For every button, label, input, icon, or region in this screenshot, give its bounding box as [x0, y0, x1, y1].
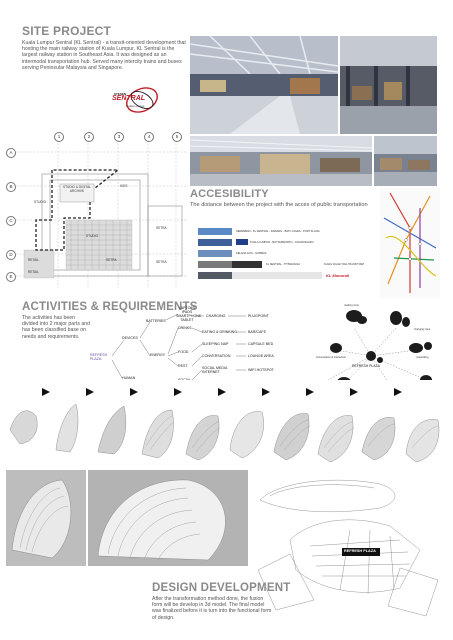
site-description: Kuala Lumpur Sentral (KL Sentral) - a tr…: [22, 40, 186, 71]
tree-batteries: BATTERIES: [146, 319, 166, 323]
transport-note: KELANA JAYA - GOMBAK: [236, 252, 267, 255]
grid-col-4: 4: [144, 132, 154, 142]
access-title: ACCESIBILITY: [190, 188, 269, 200]
room-label: SETRA: [156, 260, 167, 264]
room-label: STUDIO: [34, 200, 47, 204]
diagram-center-label: REFRESH PLAZA: [352, 364, 380, 368]
tree-energy: ENERGY: [150, 353, 166, 357]
activities-title: ACTIVITIES & REQUIREMENTS: [22, 301, 198, 313]
room-label: SETRA: [156, 226, 167, 230]
diagram-label: networking: [416, 356, 429, 359]
transport-row-intercity: KTM INTERCITY: [198, 239, 232, 253]
site-title: SITE PROJECT: [22, 24, 112, 38]
grid-col-2: 2: [84, 132, 94, 142]
ktm-logo: [236, 239, 248, 245]
transport-row-erl: ERL: [198, 272, 232, 286]
tree-wifi: WIFI HOTSPOT: [248, 368, 274, 372]
activity-diagram: REFRESH PLAZA reading zone charging zone…: [296, 298, 446, 420]
transport-note: SEREMBAN - KL SENTRAL - RAWANG - BATU CA…: [236, 230, 320, 233]
access-subtitle: The distance between the project with th…: [190, 202, 368, 208]
sentral-logo: STESEN SENTRAL Kuala Lumpur: [112, 84, 160, 120]
transport-row-komuter: KOMUTER: [198, 228, 232, 242]
station-photo-right: [340, 36, 437, 134]
station-photo-concourse: [190, 136, 372, 186]
tree-social-media: SOCIAL MEDIA INTERNET: [202, 366, 228, 374]
tree-conversation: CONVERSATION: [202, 354, 231, 358]
station-photo-hall: [374, 136, 437, 186]
transport-row-monorail: KL MONORAIL: [198, 261, 232, 275]
tree-lounge: LOUNGE AREA: [248, 354, 274, 358]
rail-map-label: KLANG VALLEY RAIL TRANSIT MAP: [324, 263, 365, 266]
diagram-label: conversation & interaction: [316, 356, 346, 359]
room-label: SETRA: [106, 258, 117, 262]
tree-rest: REST: [178, 364, 188, 368]
wireframe-tag: REFRESH PLAZA: [344, 549, 376, 553]
transport-bar-dark: [232, 261, 262, 268]
design-title: DESIGN DEVELOPMENT: [152, 582, 291, 594]
transport-note: KUALA LUMPUR - BUTTERWORTH - JOHOR BAHRU: [250, 241, 314, 244]
room-label: KIDS: [120, 184, 128, 188]
transformation-sequence: [6, 380, 446, 470]
design-description: After the transformation method done, th…: [152, 596, 272, 621]
tree-root: REFRESH PLAZA: [90, 353, 108, 361]
tree-devices-list: LAPTOPS IPADS SMARTPHONE TABLET: [176, 306, 202, 322]
tree-plugpoint: PLUGPOINT: [248, 314, 269, 318]
grid-row-e: E: [6, 272, 16, 282]
room-label: STUDIO & DIGITAL ARCHIVE: [62, 185, 92, 193]
model-photo-1: [6, 470, 86, 566]
transport-bar-light: [232, 272, 322, 279]
logo-top-text: STESEN: [114, 92, 127, 96]
tree-drinks: DRINKS: [178, 326, 192, 330]
tree-bar-cafe: BAR/CAFE: [248, 330, 266, 334]
access-table: KOMUTER SEREMBAN - KL SENTRAL - RAWANG -…: [198, 228, 378, 288]
tree-food: FOOD: [178, 350, 189, 354]
transport-row-lrt: LRT: [198, 250, 232, 264]
transport-note: KL SENTRAL - TITIWANGSA: [266, 263, 300, 266]
station-photo-main: [190, 36, 338, 134]
grid-row-a: A: [6, 148, 16, 158]
tree-eating: EATING & DRINKING: [202, 330, 238, 334]
room-label: RETAIL: [28, 270, 39, 274]
model-wireframe: REFRESH PLAZA: [250, 470, 446, 620]
tree-devices: DEVICES: [122, 336, 138, 340]
room-label: STUDIO: [86, 234, 99, 238]
logo-main-text: SENTRAL: [112, 95, 146, 102]
diagram-label: charging zone: [414, 328, 431, 331]
grid-row-d: D: [6, 250, 16, 260]
activities-description: The activities has been divided into 2 m…: [22, 315, 91, 340]
tree-human: HUMAN: [122, 376, 136, 380]
rail-transit-map: [380, 188, 440, 298]
tree-charging: CHARGING: [206, 314, 226, 318]
monorail-brand: KL Monorail: [326, 273, 350, 278]
grid-row-c: C: [6, 216, 16, 226]
site-floor-plan: 1 2 3 4 5 A B C D E STUDIO STUDIO & DIGI…: [6, 130, 190, 290]
grid-col-1: 1: [54, 132, 64, 142]
logo-sub-text: Kuala Lumpur: [126, 104, 145, 108]
grid-row-b: B: [6, 182, 16, 192]
model-photo-2: [88, 470, 248, 566]
grid-col-5: 5: [172, 132, 182, 142]
grid-col-3: 3: [114, 132, 124, 142]
room-label: RETAIL: [28, 258, 39, 262]
tree-sleeping: SLEEPING NAP: [202, 342, 229, 346]
tree-capsule-bed: CAPSULE BED: [248, 342, 274, 346]
diagram-label: reading zone: [344, 304, 359, 307]
